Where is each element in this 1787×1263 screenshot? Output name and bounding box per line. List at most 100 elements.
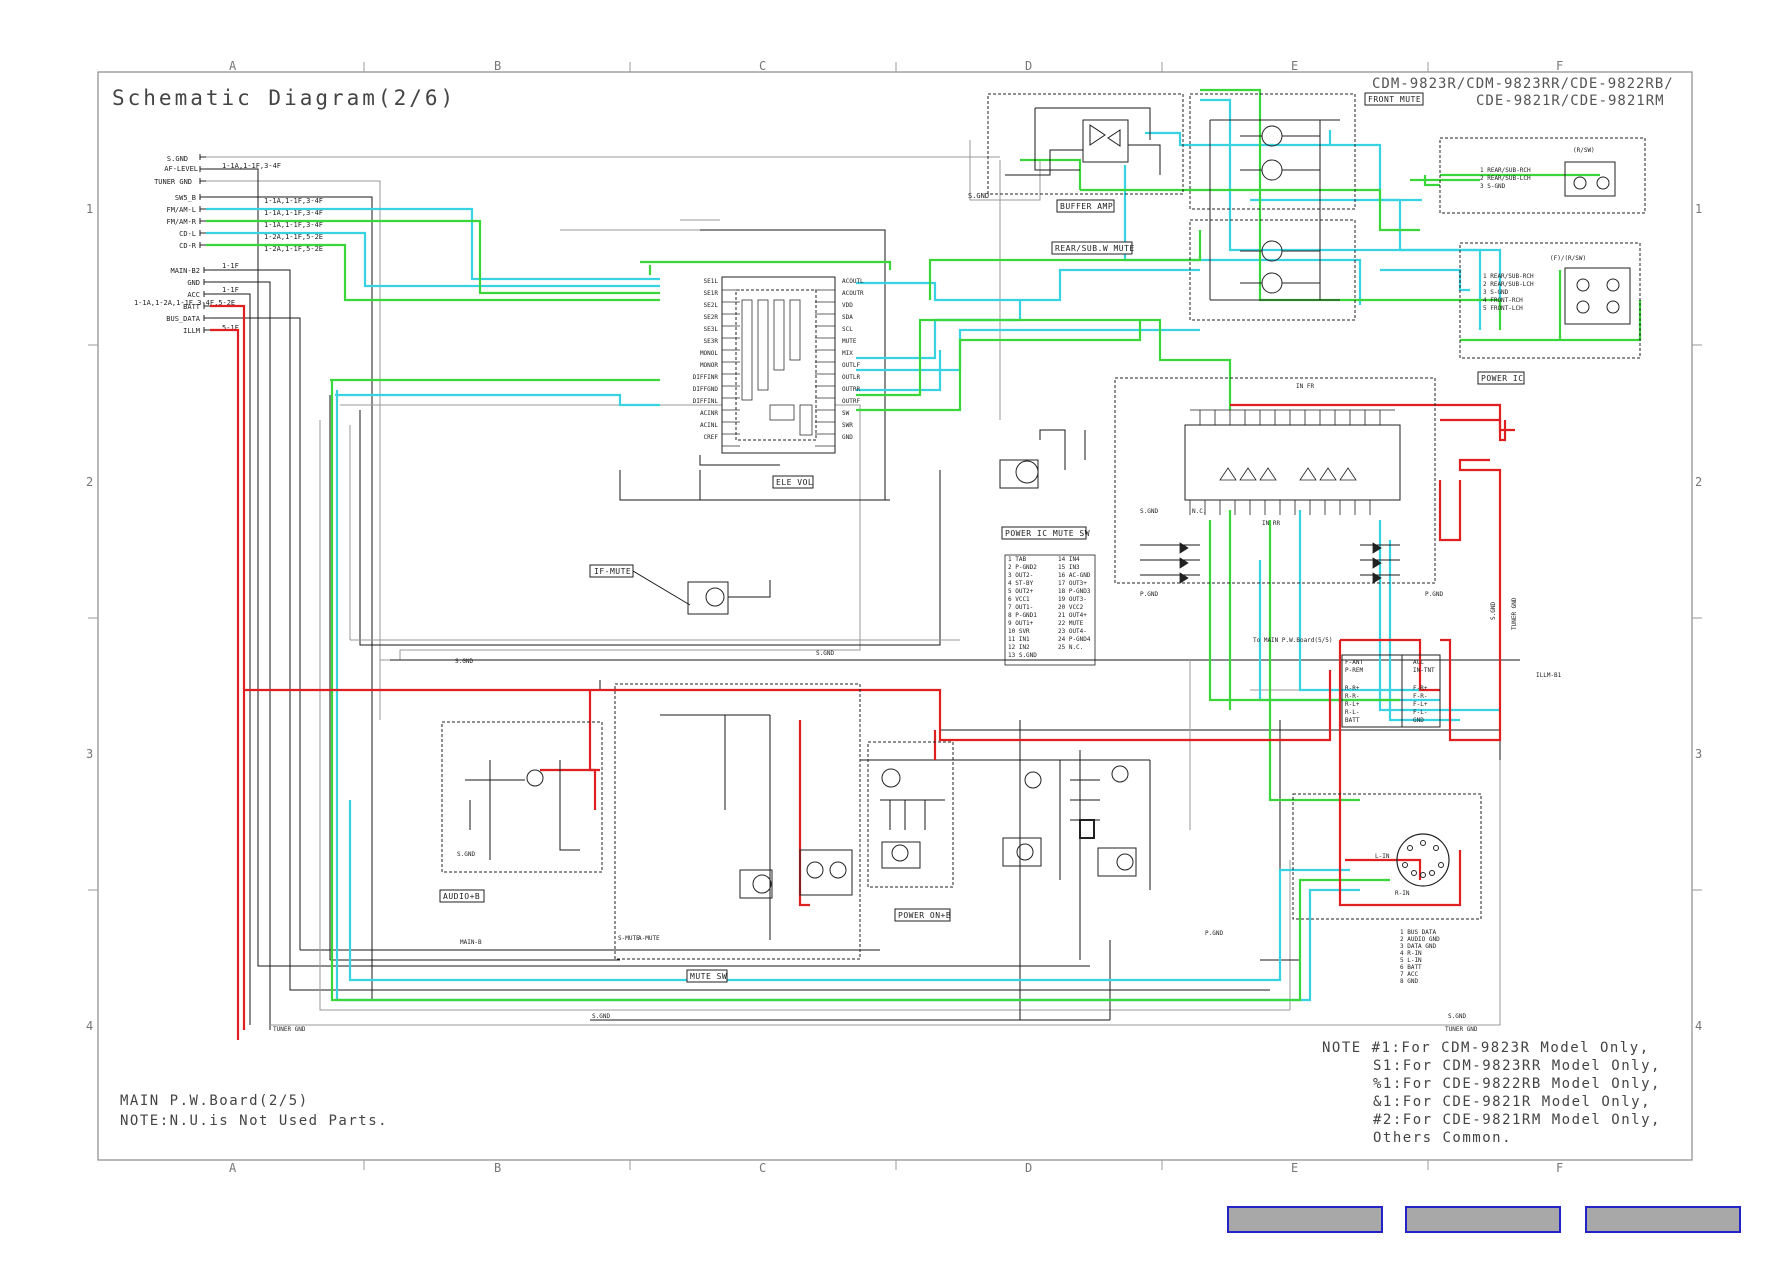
col-label-top-a: A <box>229 59 237 73</box>
pin-row-left: 8 P-GND1 <box>1008 612 1037 619</box>
rca-rear-connector: (R/SW) 1 REAR/SUB-RCH 2 REAR/SUB-LCH 3 S… <box>1439 137 1646 214</box>
l-in-label: L-IN <box>1375 853 1390 860</box>
power-on-b-section: POWER ON+B <box>867 741 954 922</box>
pin-label: OUTRF <box>842 398 860 405</box>
p-gnd-label: P.GND <box>1205 930 1223 937</box>
p-gnd-label: P.GND <box>1425 591 1443 598</box>
pin-label: DIFFGND <box>693 386 719 393</box>
pin-row-left: 12 IN2 <box>1008 644 1030 651</box>
audio-b-section: S.GND AUDIO+B <box>439 721 603 903</box>
rca-front-pin: 5 FRONT-LCH <box>1483 305 1523 312</box>
pin-label: ACINR <box>700 410 718 417</box>
pin-label: SW <box>842 410 850 417</box>
pin-label: DIFFINL <box>693 398 719 405</box>
nav-button-third[interactable] <box>1585 1206 1741 1233</box>
pin-label: DIFFINR <box>693 374 719 381</box>
speaker-pin: R-R- <box>1345 693 1359 700</box>
mute-sw-label: MUTE SW <box>690 972 727 981</box>
pin-label: SWR <box>842 422 853 429</box>
s-gnd-label: S.GND <box>816 650 834 657</box>
din-pin: 7 ACC <box>1400 971 1418 978</box>
row-label-right-3: 3 <box>1695 747 1702 761</box>
nc-label: N.C. <box>1192 508 1206 515</box>
model-list-line-2: CDE-9821R/CDE-9821RM <box>1476 93 1665 109</box>
conn-ref: 1-1A,1-1F,3-4F <box>222 162 281 170</box>
pin-row-left: 10 SVR <box>1008 628 1030 635</box>
power-ic-mute-sw-label: POWER IC MUTE SW <box>1005 529 1090 538</box>
pin-label: GND <box>842 434 853 441</box>
pin-label: OUTLR <box>842 374 860 381</box>
pin-label: SCL <box>842 326 853 333</box>
pin-row-right: 17 OUT3+ <box>1058 580 1087 587</box>
pin-row-left: 7 OUT1- <box>1008 604 1033 611</box>
ele-vol-section: SE1L SE1R SE2L SE2R SE3L SE3R MONOL MONO… <box>619 276 890 501</box>
power-ic-pin-table: 1 TAB 14 IN4 2 P-GND2 15 IN3 3 OUT2- 16 … <box>1008 556 1091 659</box>
row-label-right-1: 1 <box>1695 202 1702 216</box>
din-connector-section: L-IN R-IN 1 BUS DATA 2 AUDIO GND 3 DATA … <box>1292 793 1482 985</box>
din-pin: 8 GND <box>1400 978 1418 985</box>
speaker-pin: F-L+ <box>1413 701 1428 708</box>
pin-label: MUTE <box>842 338 857 345</box>
pin-label: SE1L <box>704 278 719 285</box>
nav-button-first[interactable] <box>1227 1206 1383 1233</box>
pin-label: SDA <box>842 314 853 321</box>
in-fr-label: IN FR <box>1296 383 1314 390</box>
tuner-gnd-label: TUNER GND <box>273 1026 306 1033</box>
pin-label: ACOUTR <box>842 290 864 297</box>
conn-label: FM/AM-L <box>166 206 196 214</box>
ele-vol-right-pins: ACOUTL ACOUTR VDD SDA SCL MUTE MIX OUTLF… <box>842 278 864 441</box>
pin-row-right: 19 OUT3- <box>1058 596 1087 603</box>
nav-button-second[interactable] <box>1405 1206 1561 1233</box>
speaker-pin: F-R+ <box>1413 685 1428 692</box>
pin-row-right: 14 IN4 <box>1058 556 1080 563</box>
ground-wiring <box>206 140 1520 1030</box>
speaker-pin: R-R+ <box>1345 685 1360 692</box>
pin-label: MIX <box>842 350 853 357</box>
center-transistor-cluster <box>1002 759 1151 890</box>
s-mute-label: S-MUTE <box>618 935 640 942</box>
s-gnd-label: S.GND <box>968 192 989 200</box>
col-label-bottom-e: E <box>1291 1161 1298 1175</box>
model-note-line: %1:For CDE-9822RB Model Only, <box>1373 1076 1661 1092</box>
col-label-top-b: B <box>494 59 501 73</box>
pin-row-right: 23 OUT4- <box>1058 628 1087 635</box>
pin-row-left: 3 OUT2- <box>1008 572 1033 579</box>
col-label-bottom-d: D <box>1025 1161 1032 1175</box>
pin-label: ACINL <box>700 422 718 429</box>
pin-row-left: 11 IN1 <box>1008 636 1030 643</box>
pin-row-right: 24 P-GND4 <box>1058 636 1091 643</box>
s-gnd-vertical: S.GND <box>1490 602 1497 620</box>
pin-label: VDD <box>842 302 853 309</box>
sheet-border <box>97 71 1693 1161</box>
speaker-pin: P-REM <box>1345 667 1363 674</box>
grid-row-labels: 1 2 3 4 1 2 3 4 <box>86 202 1702 1033</box>
pin-row-left: 1 TAB <box>1008 556 1026 563</box>
speaker-pin: R-L- <box>1345 709 1359 716</box>
speaker-pin: R-L+ <box>1345 701 1360 708</box>
if-mute-section: IF-MUTE <box>589 564 771 615</box>
ele-vol-left-pins: SE1L SE1R SE2L SE2R SE3L SE3R MONOL MONO… <box>693 278 719 441</box>
pin-label: SE3R <box>704 338 719 345</box>
rca-rear-header: (R/SW) <box>1573 147 1595 154</box>
conn-ref: 1-1A,1-1F,3-4F <box>264 221 323 229</box>
col-label-bottom-f: F <box>1556 1161 1563 1175</box>
s-gnd-label: S.GND <box>457 851 475 858</box>
mute-sw-section: S-MUTE A-MUTE MUTE SW <box>614 683 861 983</box>
conn-ref: 1-2A,1-1F,5-2E <box>264 233 323 241</box>
pin-label: SE2R <box>704 314 719 321</box>
ele-vol-label: ELE VOL <box>776 478 813 487</box>
model-list-line-1: CDM-9823R/CDM-9823RR/CDE-9822RB/ <box>1372 76 1674 92</box>
conn-label: BATT <box>183 303 201 311</box>
left-connector-labels: S.GND AF-LEVEL TUNER GND SW5_B FM/AM-L F… <box>154 155 201 335</box>
speaker-pin: ACC <box>1413 659 1424 666</box>
pin-label: OUTRR <box>842 386 860 393</box>
s-gnd-label: S.GND <box>1448 1013 1466 1020</box>
pin-label: SE2L <box>704 302 719 309</box>
col-label-bottom-a: A <box>229 1161 237 1175</box>
conn-ref: 1-1A,1-2A,1-1F 3-4F,5-2E <box>134 299 235 307</box>
front-mute-label: FRONT MUTE <box>1368 95 1421 104</box>
speaker-pin: F-ANT <box>1345 659 1363 666</box>
ele-vol-internal <box>722 289 835 447</box>
rca-front-header: (F)/(R/SW) <box>1550 255 1586 262</box>
